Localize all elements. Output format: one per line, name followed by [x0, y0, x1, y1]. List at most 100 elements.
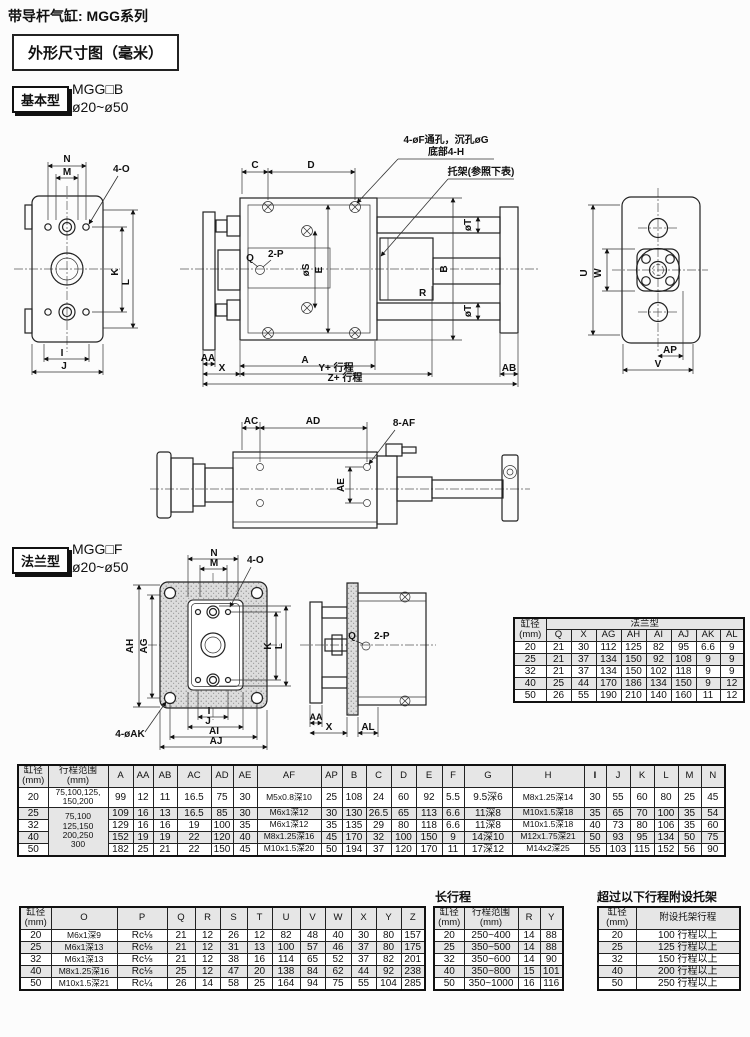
data-cell: 160	[670, 688, 697, 703]
data-cell: 21	[545, 640, 572, 654]
data-cell: 31	[219, 940, 248, 954]
data-cell: 11深8	[463, 818, 513, 832]
data-cell: 25	[17, 806, 49, 820]
data-cell: 40	[17, 830, 49, 844]
data-cell: 25	[677, 786, 702, 808]
data-cell: 24	[365, 786, 392, 808]
data-cell: 48	[299, 928, 326, 942]
data-cell: 25	[246, 976, 273, 991]
data-cell: 25	[545, 676, 572, 690]
data-cell: 25	[513, 652, 547, 666]
dim-j: J	[61, 361, 67, 372]
data-cell: 54	[700, 806, 726, 820]
data-cell: 20	[597, 928, 637, 942]
data-cell: 11深8	[463, 806, 513, 820]
data-cell: 50	[583, 830, 607, 844]
data-cell: 14深10	[463, 830, 513, 844]
data-cell: 65	[390, 806, 417, 820]
data-cell: 26	[166, 976, 196, 991]
dim-4o: 4-O	[113, 164, 130, 175]
data-cell: Rc¼	[116, 976, 168, 991]
data-cell: 22	[176, 842, 212, 857]
data-cell: 50	[513, 688, 547, 703]
data-cell: 37	[350, 940, 377, 954]
data-cell: 44	[350, 964, 377, 978]
data-cell: 30	[320, 806, 343, 820]
data-cell: 130	[341, 806, 367, 820]
data-cell: 186	[620, 676, 647, 690]
dim-f-l: L	[274, 643, 285, 649]
header-cell: O	[50, 906, 118, 930]
dim-ap: AP	[663, 345, 677, 356]
data-cell: 37	[570, 652, 597, 666]
data-cell: 25	[166, 964, 196, 978]
data-cell: 40	[433, 964, 465, 978]
header-cell: AJ	[670, 629, 697, 642]
data-cell: 26.5	[365, 806, 392, 820]
data-cell: 12	[246, 928, 273, 942]
data-cell: 150	[620, 664, 647, 678]
data-cell: 20	[17, 786, 49, 808]
data-cell: 20	[19, 928, 52, 942]
data-cell: 13	[152, 806, 178, 820]
data-cell: 11	[441, 842, 465, 857]
basic-type-tag: 基本型	[12, 86, 70, 113]
data-cell: 12	[194, 940, 221, 954]
basic-left-view: N M 4-O K L I J	[14, 154, 138, 375]
data-cell: 95	[629, 830, 655, 844]
data-cell: 14	[194, 976, 221, 991]
data-cell: 9	[695, 652, 721, 666]
flange-type-model: MGG□F ø20~ø50	[72, 540, 128, 576]
dim-ag: AG	[139, 638, 150, 653]
dim-w: W	[593, 268, 604, 278]
dim-l: L	[121, 279, 132, 285]
data-cell: 35	[232, 818, 258, 832]
flange-type-tag: 法兰型	[12, 547, 70, 574]
header-cell: H	[511, 764, 585, 788]
data-cell: 16	[517, 976, 541, 991]
data-cell: 350~600	[463, 952, 519, 966]
data-cell: 21	[166, 928, 196, 942]
header-cell: K	[629, 764, 655, 788]
data-cell: 90	[700, 842, 726, 857]
data-cell: 60	[390, 786, 417, 808]
data-cell: 12	[194, 952, 221, 966]
dim-2p: 2-P	[268, 249, 284, 260]
header-cell: AP	[320, 764, 343, 788]
dim-ac: AC	[244, 416, 258, 427]
data-cell: 152	[653, 842, 679, 857]
data-cell: 100 行程以上	[635, 928, 741, 942]
data-cell: 120	[210, 830, 234, 844]
data-cell: 32	[513, 664, 547, 678]
data-cell: 5.5	[441, 786, 465, 808]
data-cell: 100	[271, 940, 301, 954]
data-cell: 134	[653, 830, 679, 844]
data-cell: M5x0.8深10	[256, 786, 322, 808]
data-cell: M6x1深12	[256, 806, 322, 820]
data-cell: 16	[246, 952, 273, 966]
data-cell: Rc⅛	[116, 940, 168, 954]
data-cell: M14x2深25	[511, 842, 585, 857]
data-cell: 37	[570, 664, 597, 678]
dim-f-q: Q	[348, 631, 356, 642]
header-cell: P	[116, 906, 168, 930]
data-cell: 82	[645, 640, 672, 654]
data-cell: 93	[605, 830, 631, 844]
data-cell: 16	[152, 818, 178, 832]
data-cell: 40	[583, 818, 607, 832]
data-cell: 16.5	[176, 786, 212, 808]
header-cell: AG	[595, 629, 622, 642]
dim-ai: AI	[209, 726, 219, 737]
dim-x: X	[219, 363, 226, 374]
data-cell: 350~1000	[463, 976, 519, 991]
data-cell: 194	[341, 842, 367, 857]
data-cell: 118	[415, 818, 443, 832]
data-cell: 32	[19, 952, 52, 966]
dim-f-x: X	[326, 722, 333, 733]
data-cell: 88	[539, 928, 564, 942]
dim-ah: AH	[125, 639, 136, 653]
data-cell: 25	[320, 786, 343, 808]
